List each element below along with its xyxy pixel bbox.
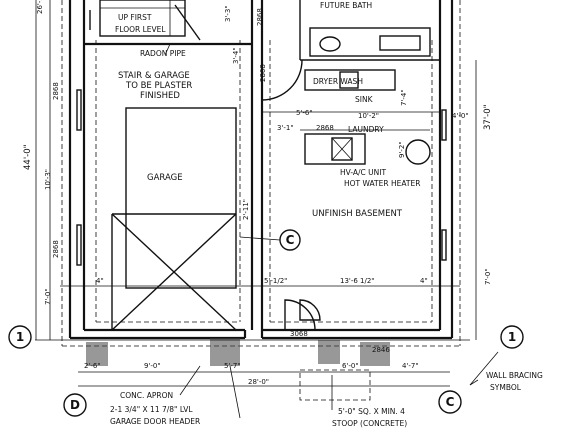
dim-9-0: 9'-0" xyxy=(144,362,161,370)
dim-2868-left-b: 2868 xyxy=(52,240,60,258)
dim-4-left: 4" xyxy=(96,277,104,285)
footing-lines xyxy=(61,0,461,347)
dim-5-half: 5'-1/2" xyxy=(264,277,287,285)
grid-bubble-1-right xyxy=(500,325,524,349)
label-hvac-unit: HV-A/C UNIT xyxy=(340,168,386,177)
label-header: GARAGE DOOR HEADER xyxy=(110,417,200,426)
dim-4-right: 4" xyxy=(420,277,428,285)
outer-walls xyxy=(68,0,454,340)
label-stoop: STOOP (CONCRETE) xyxy=(332,419,407,428)
label-stair-garage: TO BE PLASTER xyxy=(125,81,192,91)
dim-10-2: 10'-2" xyxy=(358,112,379,120)
dim-3-3: 3'-3" xyxy=(224,5,232,22)
label-stair-garage: STAIR & GARAGE xyxy=(118,71,190,81)
dim-6-0: 6'-0" xyxy=(342,362,359,370)
dim-4-0: 4'-0" xyxy=(452,112,469,120)
dim-10-3: 10'-3" xyxy=(44,169,52,190)
dim-2-6: 2'-6" xyxy=(84,362,101,370)
dim-2868-mid: 2868 xyxy=(259,64,267,82)
dim-2846: 2846 xyxy=(372,346,390,354)
dim-2-11: 2'-11" xyxy=(242,199,250,220)
label-sink: SINK xyxy=(355,95,374,104)
dim-9-2: 9'-2" xyxy=(398,141,406,158)
label-radon-pipe: RADON PIPE xyxy=(140,49,186,58)
label-up-first: UP FIRST xyxy=(118,13,152,22)
label-unfinish-basement: UNFINISH BASEMENT xyxy=(312,209,403,219)
dim-7-0-right: 7'-0" xyxy=(484,268,492,285)
label-conc-apron: CONC. APRON xyxy=(120,391,173,400)
label-stair-garage: FINISHED xyxy=(140,91,180,101)
garage-partition xyxy=(84,0,264,331)
section-bubble-c xyxy=(279,229,301,251)
label-hot-water-heater: HOT WATER HEATER xyxy=(344,179,420,188)
hatched-piers xyxy=(86,338,390,401)
dim-13-6-half: 13'-6 1/2" xyxy=(340,277,375,285)
label-header: 2-1 3/4" X 11 7/8" LVL xyxy=(110,405,193,414)
dim-28-0: 28'-0" xyxy=(248,378,269,386)
label-wall-bracing: WALL BRACING xyxy=(486,371,543,380)
label-future-bath: FUTURE BATH xyxy=(320,1,372,10)
grid-bubbles: 1 1 D C C xyxy=(8,229,524,417)
dim-5-6: 5'-6" xyxy=(296,109,313,117)
dim-26-3: 26'-3" xyxy=(36,0,44,14)
bubble-text: 1 xyxy=(508,330,516,344)
bubble-text: D xyxy=(70,398,80,412)
stair xyxy=(99,0,201,41)
bubble-text: C xyxy=(286,233,295,247)
grid-bubble-d xyxy=(63,393,87,417)
future-bath xyxy=(309,27,431,57)
dim-3-1: 3'-1" xyxy=(277,124,294,132)
dim-44-0: 44'-0" xyxy=(23,144,33,170)
dimension-text: 3'-3" 2868 3'-4" 2868 5'-6" 3'-1" 2868 1… xyxy=(23,0,493,386)
dim-7-0-left: 7'-0" xyxy=(44,288,52,305)
label-stoop: 5'-0" SQ. X MIN. 4 xyxy=(338,407,405,416)
dim-3-4: 3'-4" xyxy=(232,47,240,64)
dim-4-7: 4'-7" xyxy=(402,362,419,370)
dim-37-0: 37'-0" xyxy=(483,104,493,130)
bracing-symbols xyxy=(76,89,447,266)
dim-3068: 3068 xyxy=(290,330,308,338)
label-dryer-wash: DRYER WASH xyxy=(313,77,363,86)
dim-5-7: 5'-7" xyxy=(224,362,241,370)
grid-bubble-c xyxy=(438,390,462,414)
bubble-text: 1 xyxy=(16,330,24,344)
dim-2868-c: 2868 xyxy=(316,124,334,132)
label-garage: GARAGE xyxy=(147,173,183,183)
label-laundry: LAUNDRY xyxy=(348,125,384,134)
grid-bubble-1-left xyxy=(8,325,32,349)
leaders xyxy=(164,43,499,419)
label-wall-bracing: SYMBOL xyxy=(490,383,522,392)
bubble-text: C xyxy=(446,395,455,409)
dimension-lines xyxy=(35,0,477,387)
dim-2868-top: 2868 xyxy=(256,8,264,26)
label-floor-level: FLOOR LEVEL xyxy=(115,25,166,34)
dim-7-4: 7'-4" xyxy=(400,89,408,106)
labels: UP FIRST FLOOR LEVEL FUTURE BATH RADON P… xyxy=(110,1,543,428)
doors xyxy=(261,59,321,331)
laundry-area xyxy=(300,69,431,165)
dim-2868-left: 2868 xyxy=(52,82,60,100)
